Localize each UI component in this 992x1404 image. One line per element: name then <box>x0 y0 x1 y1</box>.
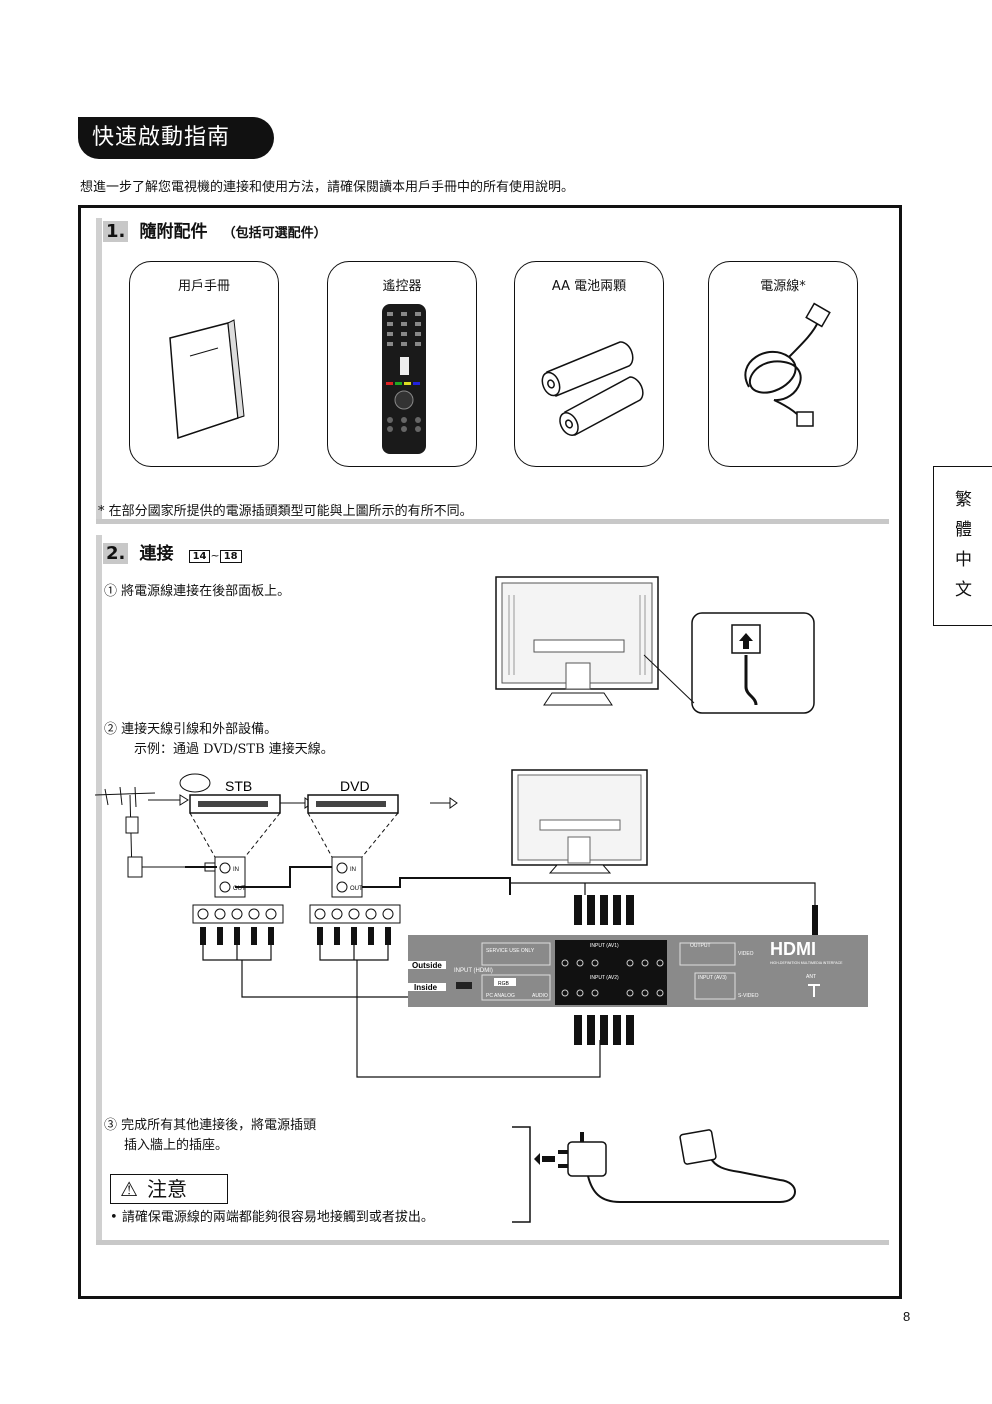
footnote-text: 在部分國家所提供的電源插頭類型可能與上圖所示的有所不同。 <box>108 504 473 519</box>
hdmi-logo: HDMI <box>770 939 816 959</box>
plug-icon <box>558 1129 796 1203</box>
language-tab: 繁 體 中 文 <box>933 466 992 626</box>
tv-connector-panel: Outside Inside INPUT (HDMI) SERVICE USE … <box>408 935 868 1007</box>
step3-text: ③ 完成所有其他連接後，將電源插頭 插入牆上的插座。 <box>104 1116 316 1156</box>
accessory-label: 遙控器 <box>382 279 422 294</box>
battery-icon <box>541 341 644 437</box>
remote-control-icon <box>382 304 426 454</box>
accessory-card-power-cord: 電源線* <box>708 261 858 467</box>
dvd-label: DVD <box>340 778 370 794</box>
accessory-label: AA 電池兩顆 <box>551 279 627 294</box>
stb-av-outputs <box>192 904 284 924</box>
tab-char: 體 <box>955 520 972 540</box>
section-number: 1. <box>103 221 129 242</box>
caution-bullet: • 請確保電源線的兩端都能夠很容易地接觸到或者拔出。 <box>110 1208 434 1228</box>
section-number: 2. <box>103 543 129 564</box>
page-number: 8 <box>903 1309 911 1324</box>
step3-line2: 插入牆上的插座。 <box>124 1138 229 1153</box>
outside-label: Outside <box>412 961 442 970</box>
tv-rear-diagram <box>495 576 815 714</box>
page-reference: 14~18 <box>188 544 242 563</box>
out-label: OUT <box>350 886 363 892</box>
bullet-icon: • <box>110 1210 118 1225</box>
section-subtitle: （包括可選配件） <box>222 226 327 241</box>
in-label: IN <box>350 867 356 873</box>
section1-heading: 1. 隨附配件 （包括可選配件） <box>103 217 327 242</box>
step2-text: ② 連接天線引線和外部設備。 示例：通過 DVD/STB 連接天線。 <box>104 720 334 760</box>
in-label: IN <box>233 867 239 873</box>
page-title: 快速啟動指南 <box>78 117 274 159</box>
av2-label: INPUT (AV2) <box>590 975 619 981</box>
footnote-mark: * <box>98 504 105 519</box>
antenna-icon <box>94 773 218 878</box>
page-ref-to: 18 <box>219 550 242 563</box>
intro-text: 想進一步了解您電視機的連接和使用方法，請確保閱讀本用戶手冊中的所有使用說明。 <box>80 180 575 195</box>
dvd-av-outputs <box>309 904 401 924</box>
rgb-label: RGB <box>498 981 510 987</box>
tab-char: 繁 <box>955 490 972 510</box>
section2-side-bar <box>96 535 102 1245</box>
section2-bottom-bar <box>96 1240 889 1245</box>
caution-title: 注意 <box>147 1177 187 1201</box>
accessory-label: 電源線* <box>760 279 806 294</box>
step3-line1: ③ 完成所有其他連接後，將電源插頭 <box>104 1118 317 1133</box>
tab-char: 文 <box>955 580 972 600</box>
step2-line2: 示例：通過 DVD/STB 連接天線。 <box>134 742 334 757</box>
section-title: 隨附配件 <box>139 222 208 242</box>
audio-label: AUDIO <box>532 993 548 999</box>
dvd-in-out-panel: IN OUT <box>331 856 363 898</box>
accessory-label: 用戶手冊 <box>177 279 230 294</box>
accessory-card-batteries: AA 電池兩顆 <box>514 261 664 467</box>
section2-heading: 2. 連接 14~18 <box>103 539 242 564</box>
output-label: OUTPUT <box>690 943 711 949</box>
video-label: VIDEO <box>738 951 754 957</box>
hdmi-subtitle: HIGH-DEFINITION MULTIMEDIA INTERFACE <box>770 961 843 965</box>
inside-label: Inside <box>414 983 438 992</box>
caution-box: ⚠ 注意 <box>110 1174 228 1204</box>
stb-in-out-panel: IN OUT <box>214 856 246 898</box>
section-title: 連接 <box>139 544 174 564</box>
tv-rear-small <box>511 769 648 874</box>
manual-icon <box>169 319 245 440</box>
page-ref-sep: ~ <box>210 549 220 562</box>
accessory-card-manual: 用戶手冊 <box>129 261 279 467</box>
av1-label: INPUT (AV1) <box>590 943 619 949</box>
accessory-card-remote: 遙控器 <box>327 261 477 467</box>
service-label: SERVICE USE ONLY <box>486 948 535 954</box>
av3-label: INPUT (AV3) <box>698 975 727 981</box>
svideo-label: S-VIDEO <box>738 993 759 999</box>
tab-char: 中 <box>955 550 972 570</box>
ant-label: ANT <box>806 974 816 980</box>
accessory-footnote: * 在部分國家所提供的電源插頭類型可能與上圖所示的有所不同。 <box>98 500 473 519</box>
section1-bottom-bar <box>96 519 889 524</box>
section1-side-bar <box>96 218 102 521</box>
content-frame <box>78 205 902 1299</box>
input-hdmi-label: INPUT (HDMI) <box>454 968 493 974</box>
wall-plug-diagram <box>512 1126 796 1223</box>
page-ref-from: 14 <box>188 550 211 563</box>
step2-line1: ② 連接天線引線和外部設備。 <box>104 722 278 737</box>
pc-analog-label: PC ANALOG <box>486 993 515 999</box>
step1-text: ① 將電源線連接在後部面板上。 <box>104 584 291 599</box>
connection-diagram: STB DVD IN OUT IN OUT <box>94 769 868 1078</box>
warning-icon: ⚠ <box>120 1177 138 1201</box>
caution-text: 請確保電源線的兩端都能夠很容易地接觸到或者拔出。 <box>121 1210 434 1225</box>
stb-label: STB <box>225 778 252 794</box>
power-cord-icon <box>744 302 831 427</box>
out-label: OUT <box>233 886 246 892</box>
